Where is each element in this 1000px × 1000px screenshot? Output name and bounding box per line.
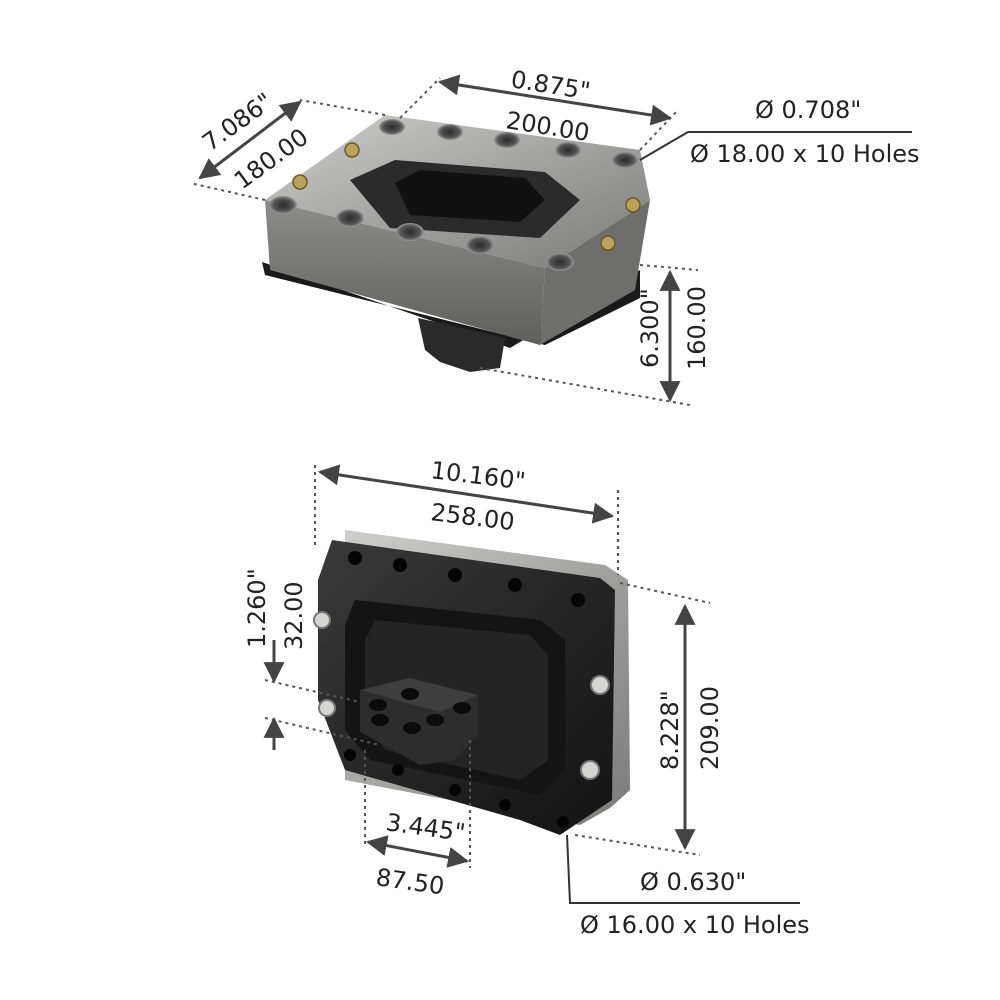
top-height-mm-label: 160.00 [683,286,711,370]
bottom-flange-mm-label: 32.00 [280,581,308,650]
bottom-height-dimension: 8.228" 209.00 [574,582,724,856]
top-mount-holes [269,119,638,271]
top-width-dimension: 0.875" 200.00 [399,65,679,151]
bottom-mount-holes [344,551,585,828]
top-height-dimension: 6.300" 160.00 [479,264,711,406]
bottom-height-inch-label: 8.228" [656,690,684,770]
top-mount-photo [262,115,650,372]
bottom-hole-mm-label: Ø 16.00 x 10 Holes [580,911,810,939]
bottom-height-mm-label: 209.00 [696,686,724,770]
top-hole-inch-label: Ø 0.708" [755,96,861,124]
top-width-inch-label: 0.875" [509,65,592,105]
top-height-inch-label: 6.300" [636,288,664,368]
bottom-bracket-mm-label: 87.50 [374,863,446,900]
bottom-flange-dimension: 1.260" 32.00 [243,568,381,750]
bottom-mount-bolts [313,611,610,780]
bottom-width-mm-label: 258.00 [429,498,516,536]
top-hole-callout: Ø 0.708" Ø 18.00 x 10 Holes [639,96,920,168]
bottom-bracket-inch-label: 3.445" [384,808,467,847]
bottom-hole-callout: Ø 0.630" Ø 16.00 x 10 Holes [566,834,810,939]
bottom-hole-inch-label: Ø 0.630" [640,868,746,896]
bottom-mount-photo [313,530,630,835]
top-hole-mm-label: Ø 18.00 x 10 Holes [690,140,920,168]
bottom-flange-inch-label: 1.260" [243,568,271,648]
